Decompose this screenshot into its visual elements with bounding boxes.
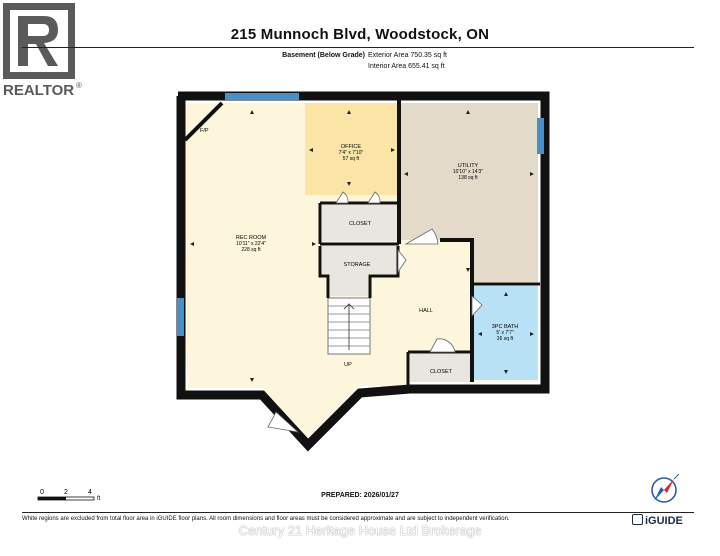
office-floor — [305, 103, 398, 195]
label-closet-lower: CLOSET — [430, 369, 453, 375]
scale-tick-4: 4 — [88, 489, 92, 496]
title-divider — [22, 47, 694, 48]
window-left — [177, 298, 184, 336]
label-rec-room-name: REC ROOM — [236, 235, 267, 241]
iguide-logo: iGUIDE — [632, 514, 683, 527]
label-office-name: OFFICE — [341, 144, 361, 150]
label-rec-room-area: 228 sq ft — [241, 247, 261, 253]
label-office-dims: 7'4" x 7'10" — [339, 150, 364, 156]
footer-divider — [22, 512, 694, 513]
label-storage: STORAGE — [344, 262, 371, 268]
realtor-logo-mark: ® — [76, 81, 82, 90]
page-title: 215 Munnoch Blvd, Woodstock, ON — [230, 26, 490, 43]
label-hall: HALL — [419, 308, 433, 314]
closet-lower-floor — [410, 354, 472, 382]
scale-unit: ft — [97, 496, 101, 502]
label-closet-upper: CLOSET — [349, 221, 372, 227]
label-bath-dims: 5' x 7'7" — [496, 330, 514, 336]
interior-area: Interior Area 655.41 sq ft — [368, 63, 445, 70]
label-bath-area: 36 sq ft — [497, 336, 514, 342]
label-utility-name: UTILITY — [458, 163, 479, 169]
bath-floor — [474, 286, 538, 380]
stairs — [327, 297, 371, 355]
realtor-logo: REALTOR ® — [0, 0, 84, 100]
storage-floor — [322, 246, 398, 296]
floor-name: Basement (Below Grade) — [282, 52, 365, 59]
label-office-area: 57 sq ft — [343, 156, 360, 162]
label-utility-dims: 10'10" x 14'3" — [453, 169, 483, 175]
closet-upper-floor — [322, 205, 398, 241]
scale-bar: 0 2 4 ft — [37, 489, 101, 502]
window-right — [537, 118, 544, 154]
label-bath-name: 3PC BATH — [492, 324, 519, 330]
scale-tick-2: 2 — [64, 489, 68, 496]
prepared-date: PREPARED: 2026/01/27 — [321, 492, 399, 499]
label-rec-room-dims: 10'11" x 22'4" — [236, 241, 266, 247]
doors — [267, 191, 483, 433]
label-stairs-up: UP — [344, 362, 352, 368]
scale-tick-0: 0 — [40, 489, 44, 496]
disclaimer: White regions are excluded from total fl… — [22, 516, 510, 522]
iguide-icon — [632, 514, 643, 525]
dimension-markers — [190, 110, 534, 382]
label-fp: F/P — [200, 128, 209, 134]
realtor-logo-text: REALTOR — [3, 82, 74, 99]
exterior-area: Exterior Area 750.35 sq ft — [368, 52, 447, 59]
compass-icon — [651, 473, 680, 503]
brokerage-watermark: Century 21 Heritage House Ltd Brokerage — [238, 523, 482, 538]
label-utility-area: 138 sq ft — [458, 175, 478, 181]
iguide-brand: iGUIDE — [645, 515, 683, 527]
window-top — [225, 93, 299, 100]
